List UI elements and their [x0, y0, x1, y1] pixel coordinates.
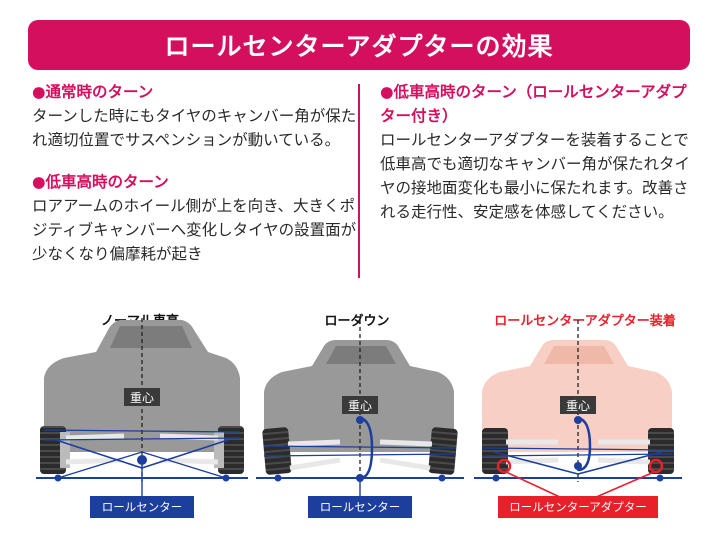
instant-line-left — [55, 439, 143, 469]
rc-label: ロールセンター — [320, 500, 401, 514]
lowered-section: ●低車高時のターン ロアアームのホイール側が上を向き、大きくポジティブキャンバー… — [32, 170, 357, 266]
rear-window — [110, 326, 192, 348]
adapter-label: ロールセンターアダプター — [509, 500, 647, 514]
cg-label: 重心 — [566, 399, 590, 413]
cg-dot — [574, 416, 582, 424]
roll-center-loop — [577, 416, 592, 472]
contact-point-left — [274, 474, 282, 482]
upper-arm-right — [379, 439, 433, 447]
lower-arm-right — [379, 457, 431, 471]
lower-arm-left — [289, 457, 341, 471]
car-adapter: 重心 ロールセンターアダプター — [474, 320, 682, 518]
rc-label-box — [90, 496, 194, 518]
hub-right — [214, 432, 224, 468]
upper-arm-left — [287, 439, 341, 447]
car-body — [44, 320, 240, 452]
upper-arm-left — [65, 433, 125, 441]
page-title: ロールセンターアダプターの効果 — [164, 32, 554, 61]
roll-line-a — [263, 445, 457, 449]
car-lowdown: 重心 ロールセンター — [256, 320, 464, 518]
caption-lowdown: ローダウン — [324, 314, 390, 329]
lower-arm-left — [505, 457, 559, 465]
contact-point-left — [492, 474, 500, 482]
lowered-heading: ●低車高時のターン — [32, 173, 169, 191]
cg-box — [342, 396, 378, 414]
left-column: ●通常時のターン ターンした時にもタイヤのキャンバー角が保たれ適切位置でサスペン… — [32, 80, 357, 284]
column-divider — [358, 84, 360, 278]
roll-center-dot — [137, 455, 147, 465]
roll-line-b — [263, 453, 457, 457]
roll-center-loop — [359, 416, 374, 480]
rear-window — [544, 346, 614, 364]
tire-left — [262, 427, 292, 475]
normal-body: ターンした時にもタイヤのキャンバー角が保たれ適切位置でサスペンションが動いている… — [32, 107, 357, 149]
hub-left — [60, 432, 70, 468]
cg-box — [560, 396, 596, 414]
rear-window — [326, 346, 396, 364]
car-normal: 重心 ロールセンター — [36, 318, 248, 518]
instant-line-left — [493, 451, 579, 475]
roll-line-a — [43, 429, 241, 433]
normal-section: ●通常時のターン ターンした時にもタイヤのキャンバー角が保たれ適切位置でサスペン… — [32, 80, 357, 152]
cg-label: 重心 — [348, 399, 372, 413]
roll-center-dot — [356, 474, 364, 482]
contact-point-right — [656, 474, 664, 482]
adapter-marker-right — [648, 458, 664, 474]
right-column: ●低車高時のターン（ロールセンターアダプター付き） ロールセンターアダプターを装… — [380, 80, 700, 242]
rc-label: ロールセンター — [102, 500, 183, 514]
caption-adapter: ロールセンターアダプター装着 — [494, 314, 676, 329]
roll-line-a — [481, 447, 675, 451]
cg-label: 重心 — [130, 391, 154, 405]
contact-point-left — [54, 474, 62, 482]
instant-line-right — [577, 451, 663, 475]
lower-arm-right — [597, 457, 651, 465]
contact-point-right — [222, 474, 230, 482]
roll-center-dot — [574, 462, 582, 470]
instant-line-right — [141, 439, 229, 469]
tire-right — [428, 427, 458, 475]
adapter-marker-left — [496, 458, 512, 474]
tire-right — [648, 428, 674, 474]
contact-point-right — [438, 474, 446, 482]
adapter-section: ●低車高時のターン（ロールセンターアダプター付き） ロールセンターアダプターを装… — [380, 80, 700, 224]
tire-left — [40, 426, 66, 474]
lowered-body: ロアアームのホイール側が上を向き、大きくポジティブキャンバーへ変化しタイヤの設置… — [32, 197, 357, 263]
cg-box — [124, 388, 160, 406]
force-line-left — [57, 451, 143, 479]
upper-arm-right — [159, 433, 219, 441]
roll-line-b — [481, 453, 675, 457]
normal-heading: ●通常時のターン — [32, 83, 154, 101]
adapter-heading: ●低車高時のターン（ロールセンターアダプター付き） — [380, 83, 687, 125]
roll-line-b — [43, 437, 241, 441]
adapter-pointer-left — [505, 471, 563, 499]
adapter-pointer-right — [593, 471, 655, 499]
cg-dot — [356, 416, 364, 424]
rc-label-box — [308, 496, 412, 518]
force-line-right — [141, 451, 227, 479]
tire-left — [482, 428, 508, 474]
adapter-body: ロールセンターアダプターを装着することで低車高でも適切なキャンバー角が保たれタイ… — [380, 131, 691, 221]
title-banner: ロールセンターアダプターの効果 — [28, 20, 690, 70]
adapter-label-box — [498, 496, 658, 518]
